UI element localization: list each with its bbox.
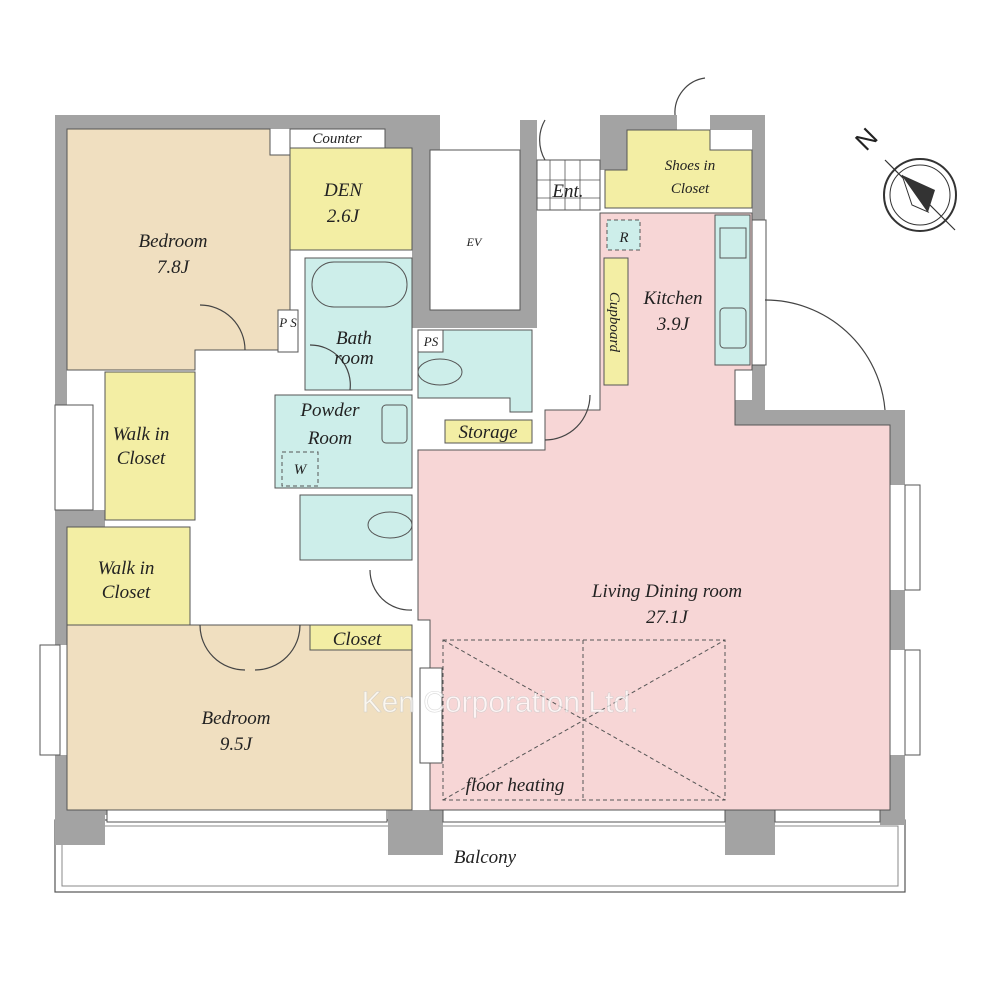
door-swings [199,77,886,671]
closet [309,624,413,651]
den-size: 2.6J [327,206,361,227]
storage-label: Storage [458,422,517,443]
watermark: Ken Corporation Ltd. [362,686,639,719]
shoes-closet-label-2: Closet [671,181,710,197]
living-label: Living Dining room [591,581,742,602]
walk-in-closet-1-label-2: Closet [117,448,166,469]
ps-2-label: PS [423,334,439,349]
sink-icon [381,404,408,444]
toilet-icon [417,358,463,386]
windows [39,219,921,823]
ev-label: EV [466,235,483,249]
shoes-closet [604,129,753,209]
ev-shaft [429,149,521,311]
cupboard-label: Cupboard [606,292,622,353]
powder-floor [274,394,413,489]
ps-1 [277,309,299,353]
walk-in-closet-1-label-1: Walk in [113,424,170,445]
walk-in-closet-2-label-1: Walk in [98,558,155,579]
washer-spot [281,451,319,487]
toilet-room-2 [417,329,533,413]
powder-label-2: Room [307,428,352,449]
counter-label: Counter [312,131,361,147]
compass-icon: N [849,122,957,232]
ps-1-label: P S [278,315,297,330]
living-size: 27.1J [646,607,689,628]
den-label: DEN [323,180,363,201]
cupboard [603,257,629,386]
living-kitchen-floor [417,212,891,811]
floor-heating-area [442,639,726,801]
powder-label-1: Powder [299,400,360,421]
walls [55,115,905,855]
washer-label: W [294,462,308,478]
kitchen-size: 3.9J [656,314,691,335]
den-floor [289,147,413,251]
kitchen-counter [714,214,751,366]
compass-north-label: N [849,122,883,156]
shoes-closet-label-1: Shoes in [665,158,715,174]
bedroom-1-label: Bedroom [139,231,208,252]
kitchen-label: Kitchen [642,288,702,309]
closet-label: Closet [333,629,382,650]
bath-label-1: Bath [336,328,372,349]
toilet-room-1 [299,494,413,561]
entrance-floor [536,159,601,211]
floor-heating-label: floor heating [466,775,565,796]
kitchen-sink-icon [719,307,747,349]
storage [444,419,533,444]
bedroom-2-size: 9.5J [220,734,254,755]
walk-in-closet-2-label-2: Closet [102,582,151,603]
refrigerator-spot [606,219,641,251]
partition [419,667,443,764]
bedroom-1-size: 7.8J [157,257,191,278]
toilet-icon [367,511,413,539]
entrance-tiles [537,160,600,210]
bath-label-2: room [334,348,373,369]
refrigerator-label: R [618,230,628,246]
bedroom-2-floor [66,624,413,811]
balcony-label: Balcony [454,847,517,868]
bathtub-icon [311,261,408,308]
walk-in-closet-1 [104,371,196,521]
entrance-label: Ent. [551,181,583,202]
bedroom-2-label: Bedroom [202,708,271,729]
bath-floor [304,257,413,391]
stove-icon [719,227,747,259]
